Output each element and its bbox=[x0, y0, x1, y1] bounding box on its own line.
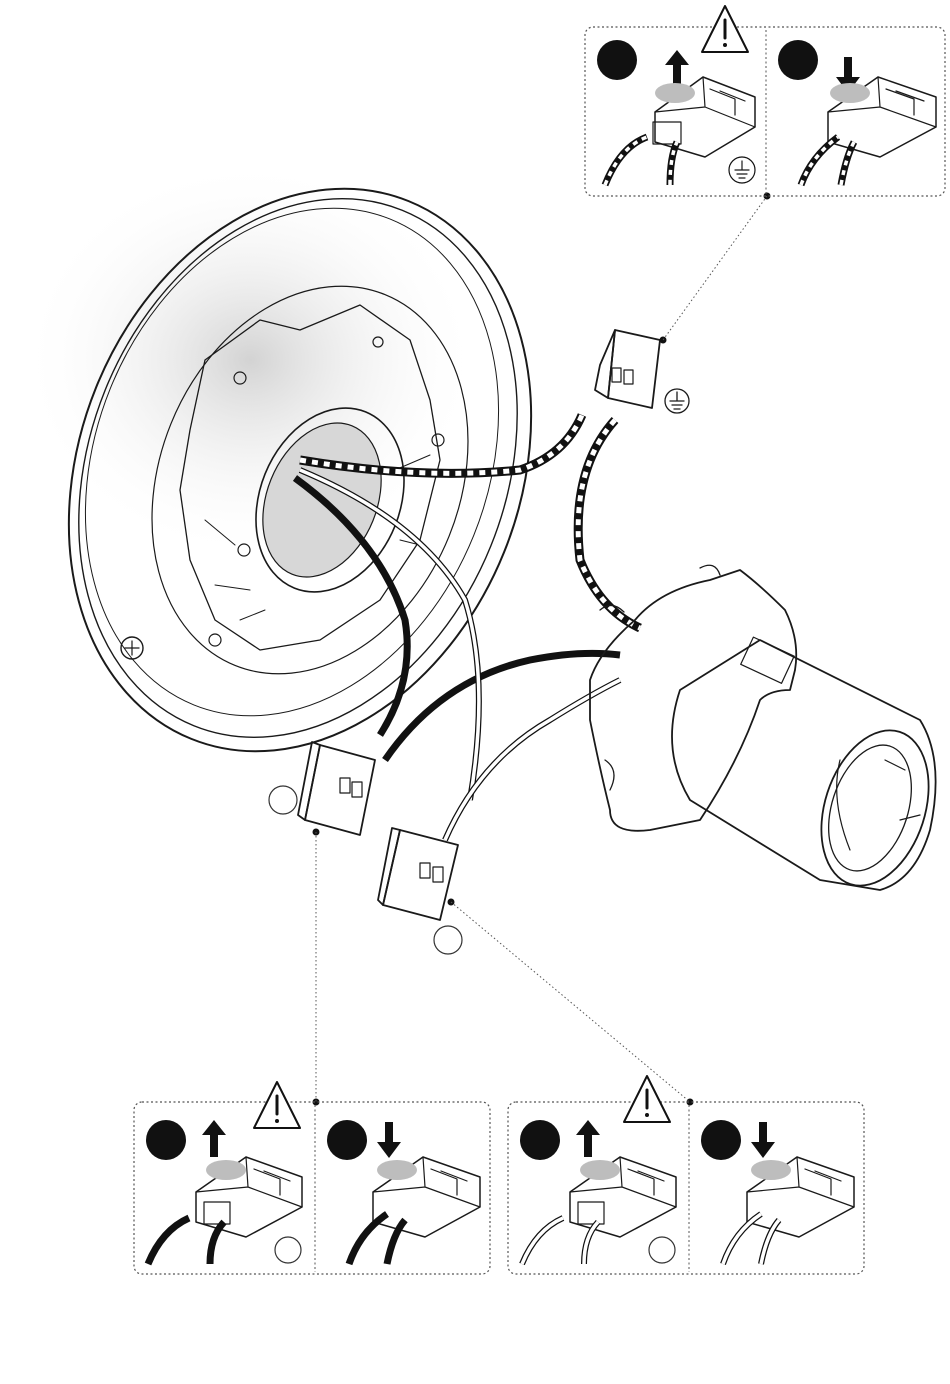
warning-triangle-icon bbox=[624, 1076, 670, 1122]
earth-step-close bbox=[778, 40, 936, 185]
neutral-step-open bbox=[520, 1120, 676, 1264]
plate-shadow bbox=[20, 160, 480, 560]
live-connector bbox=[298, 742, 375, 835]
panel-live bbox=[134, 1082, 490, 1274]
warning-triangle-icon bbox=[254, 1082, 300, 1128]
step-badge bbox=[597, 40, 637, 80]
neutral-step-close bbox=[701, 1120, 854, 1264]
step-badge bbox=[778, 40, 818, 80]
callout-neutral bbox=[434, 926, 462, 954]
arrow-up-icon bbox=[576, 1120, 600, 1157]
lamp-holder bbox=[590, 565, 947, 899]
warning-triangle-icon bbox=[702, 6, 748, 52]
live-step-close bbox=[327, 1120, 480, 1264]
callout-live bbox=[269, 786, 297, 814]
earth-wire-holder bbox=[578, 420, 640, 628]
panel-earth bbox=[585, 6, 945, 196]
arrow-up-icon bbox=[665, 50, 689, 87]
neutral-wire-holder bbox=[445, 680, 620, 840]
neutral-connector bbox=[378, 828, 458, 920]
step-badge bbox=[701, 1120, 741, 1160]
earth-connector bbox=[595, 330, 689, 413]
live-step-open bbox=[146, 1120, 302, 1264]
arrow-down-icon bbox=[751, 1122, 775, 1158]
earth-step-open bbox=[597, 40, 755, 185]
step-badge bbox=[146, 1120, 186, 1160]
panel-neutral bbox=[508, 1076, 864, 1274]
arrow-down-icon bbox=[377, 1122, 401, 1158]
live-wire-holder bbox=[385, 653, 620, 760]
arrow-up-icon bbox=[202, 1120, 226, 1157]
step-badge bbox=[520, 1120, 560, 1160]
step-badge bbox=[327, 1120, 367, 1160]
